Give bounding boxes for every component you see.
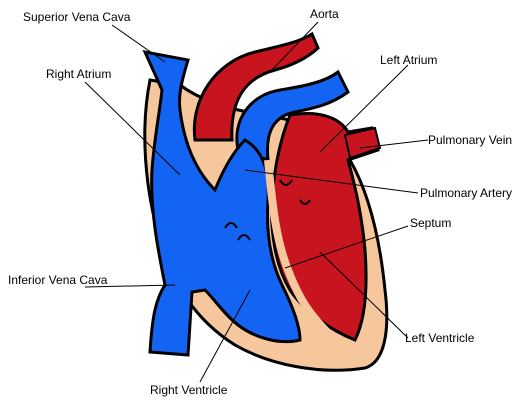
label-pulmonary-artery: Pulmonary Artery (420, 186, 512, 200)
label-superior-vena-cava: Superior Vena Cava (23, 10, 131, 24)
label-right-ventricle: Right Ventricle (150, 383, 228, 397)
label-right-atrium: Right Atrium (46, 67, 111, 81)
label-left-ventricle: Left Ventricle (405, 331, 475, 345)
label-left-atrium: Left Atrium (380, 53, 437, 67)
label-pulmonary-vein: Pulmonary Vein (428, 133, 512, 147)
label-septum: Septum (410, 216, 451, 230)
label-inferior-vena-cava: Inferior Vena Cava (8, 273, 108, 287)
leader-superior-vena-cava (112, 25, 165, 62)
label-aorta: Aorta (310, 7, 339, 21)
